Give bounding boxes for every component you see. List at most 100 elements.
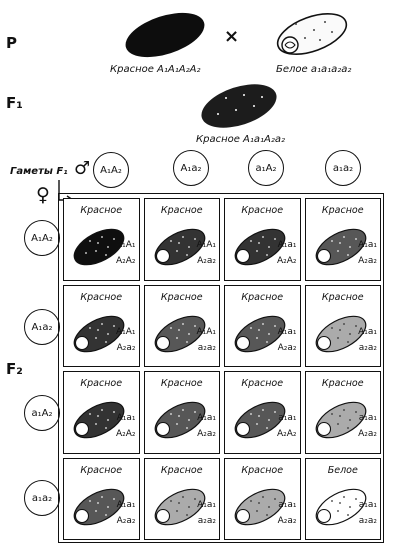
f1-seed <box>201 84 277 128</box>
genotype-locus-2: A₂a₂ <box>197 256 216 267</box>
seed-color-label: Красное <box>321 291 364 303</box>
genotype-locus-1: A₁a₁ <box>358 326 377 337</box>
genotype-locus-2: A₂a₂ <box>277 515 297 526</box>
genotype-locus-2: a₂a₂ <box>197 515 216 526</box>
genotype-locus-1: a₁a₁ <box>358 499 377 510</box>
white-parent-caption: Белое a₁a₁a₂a₂ <box>276 64 352 75</box>
seed-color-label: Красное <box>80 205 123 216</box>
genotype-locus-2: A₂a₂ <box>116 515 136 526</box>
genotype-locus-1: a₁a₁ <box>278 499 297 510</box>
seed-illustration <box>315 228 366 266</box>
seed-color-label: Красное <box>80 378 123 389</box>
seed-color-label: Красное <box>321 205 364 216</box>
seed-illustration <box>315 401 366 439</box>
f2-generation-label: F₂ <box>6 360 23 378</box>
genotype-locus-1: a₁a₁ <box>278 413 297 424</box>
seed-color-label: Красное <box>160 205 203 216</box>
genotype-locus-2: A₂A₂ <box>276 429 297 440</box>
punnett-cell: Красное a₁a₁ A₂a₂ <box>224 457 301 540</box>
genotype-locus-2: a₂a₂ <box>197 342 216 353</box>
genotype-locus-2: A₂a₂ <box>116 342 136 353</box>
seed-illustration <box>73 228 125 266</box>
seed-illustration <box>234 488 286 525</box>
genotype-locus-2: A₂A₂ <box>115 429 136 440</box>
seed-color-label: Красное <box>241 378 284 389</box>
female-gamete-2: A₁a₂ <box>24 309 60 345</box>
genotype-locus-2: A₂A₂ <box>115 256 136 267</box>
white-parent-seed <box>276 13 348 55</box>
seed-illustration <box>234 228 286 266</box>
seed-color-label: Красное <box>241 205 284 216</box>
gametes-label: Гаметы F₁ <box>10 166 68 177</box>
seed-illustration <box>315 488 366 525</box>
genotype-locus-2: a₂a₂ <box>358 515 377 526</box>
genotype-locus-1: A₁A₁ <box>115 240 136 251</box>
seed-illustration <box>154 228 205 266</box>
genotype-locus-1: A₁a₁ <box>197 413 216 424</box>
punnett-cell: Красное a₁a₁ A₂A₂ <box>224 371 301 454</box>
male-symbol: ♂ <box>74 158 91 179</box>
genotype-locus-1: A₁a₁ <box>358 240 377 251</box>
genotype-locus-1: A₁A₁ <box>115 326 136 337</box>
p-generation-label: P <box>6 34 17 52</box>
red-parent-caption: Красное A₁A₁A₂A₂ <box>110 64 201 75</box>
genotype-locus-1: A₁a₁ <box>116 499 136 510</box>
seed-color-label: Красное <box>241 291 284 303</box>
f1-caption: Красное A₁a₁A₂a₂ <box>196 134 286 145</box>
red-parent-seed <box>125 12 205 58</box>
seed-color-label: Красное <box>160 378 203 389</box>
punnett-cell: Красное a₁a₁ A₂a₂ <box>304 371 381 454</box>
genotype-locus-2: A₂a₂ <box>197 429 216 440</box>
genotype-locus-1: A₁a₁ <box>197 499 216 510</box>
male-gamete-4: a₁a₂ <box>325 150 361 186</box>
genotype-locus-1: A₁a₁ <box>277 240 297 251</box>
seed-color-label: Красное <box>241 464 284 476</box>
female-gamete-3: a₁A₂ <box>24 395 60 431</box>
genotype-locus-1: A₁a₁ <box>116 413 136 424</box>
f1-generation-label: F₁ <box>6 94 23 112</box>
seed-illustration <box>73 315 125 352</box>
genotype-locus-1: a₁a₁ <box>358 413 377 424</box>
female-gamete-1: A₁A₂ <box>24 220 60 256</box>
genotype-locus-2: A₂a₂ <box>358 429 377 440</box>
seed-color-label: Красное <box>160 464 203 476</box>
genotype-locus-1: A₁A₁ <box>196 326 216 337</box>
genotype-locus-2: a₂a₂ <box>358 342 377 353</box>
seed-illustration <box>234 401 286 439</box>
genotype-locus-1: A₁a₁ <box>277 326 297 337</box>
seed-illustration <box>73 488 125 525</box>
genotype-locus-2: A₂a₂ <box>277 342 297 353</box>
female-symbol: ♀ <box>36 184 50 206</box>
female-gamete-4: a₁a₂ <box>24 480 60 516</box>
genotype-locus-2: A₂A₂ <box>276 256 297 267</box>
cross-symbol: × <box>224 26 240 47</box>
seed-illustration <box>154 401 205 439</box>
punnett-cell: Белое a₁a₁ a₂a₂ <box>304 457 381 540</box>
seed-illustration <box>315 315 366 352</box>
genotype-locus-1: A₁A₁ <box>196 240 216 251</box>
seed-color-label: Красное <box>160 291 203 303</box>
seed-color-label: Красное <box>321 378 364 389</box>
genotype-locus-2: A₂a₂ <box>358 256 377 267</box>
seed-color-label: Красное <box>80 464 123 476</box>
seed-illustration <box>73 401 125 439</box>
male-gamete-3: a₁A₂ <box>248 150 284 186</box>
seed-illustration <box>154 488 205 525</box>
seed-illustration <box>234 315 286 352</box>
seed-color-label: Белое <box>327 464 358 476</box>
seed-illustration <box>154 315 205 352</box>
